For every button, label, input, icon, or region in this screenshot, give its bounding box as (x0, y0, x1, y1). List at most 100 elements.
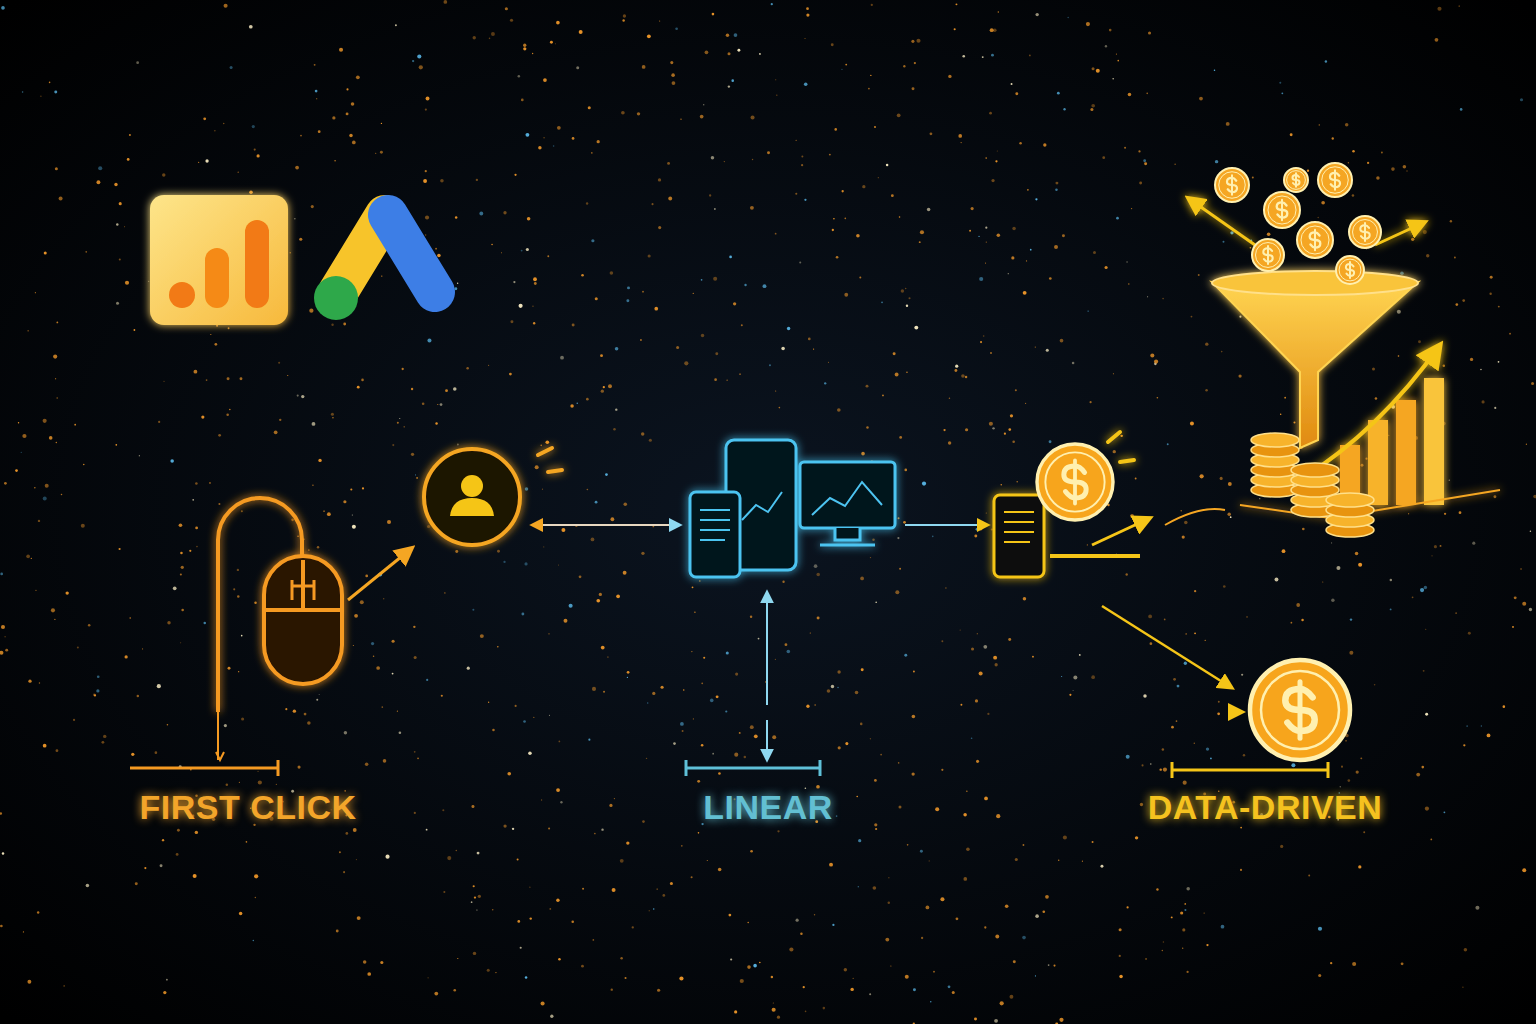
star (180, 642, 181, 643)
star (162, 173, 165, 176)
star (203, 117, 206, 120)
star (28, 680, 31, 683)
star (782, 581, 784, 583)
star (425, 108, 427, 110)
star (318, 459, 321, 462)
star (591, 239, 594, 242)
star (1159, 768, 1161, 770)
star (1005, 904, 1009, 908)
star (728, 85, 730, 87)
star (989, 422, 993, 426)
star (86, 884, 90, 888)
arrow (766, 592, 768, 705)
star (1401, 962, 1404, 965)
star (34, 487, 35, 488)
star (1148, 31, 1151, 34)
star (455, 850, 457, 852)
star (1119, 955, 1121, 957)
star (676, 346, 679, 349)
star (772, 1008, 776, 1012)
star (1375, 397, 1378, 400)
star (228, 327, 230, 329)
star (380, 151, 383, 154)
star (979, 527, 982, 530)
star (471, 805, 474, 808)
star (626, 299, 629, 302)
star (1514, 596, 1517, 599)
star (1408, 513, 1409, 514)
star (519, 304, 523, 308)
star (1045, 895, 1049, 899)
star (365, 762, 369, 766)
star (1239, 316, 1241, 318)
star (834, 128, 837, 131)
star (713, 277, 717, 281)
star (731, 79, 734, 82)
star (56, 442, 57, 443)
star (336, 930, 339, 933)
star (1011, 256, 1014, 259)
star (642, 820, 645, 823)
star (1042, 910, 1045, 913)
star (771, 976, 773, 978)
star (785, 643, 788, 646)
star (274, 431, 278, 435)
star (85, 251, 87, 253)
star (701, 744, 704, 747)
star (948, 441, 951, 444)
star (989, 112, 992, 115)
star (434, 992, 438, 996)
star (941, 640, 943, 642)
star (759, 962, 761, 964)
star (517, 920, 520, 923)
star (1184, 521, 1188, 525)
star (895, 373, 899, 377)
star (94, 694, 96, 696)
star (1361, 464, 1364, 467)
star (1421, 766, 1424, 769)
star (1412, 596, 1414, 598)
star (621, 111, 625, 115)
star (2, 852, 4, 854)
star (507, 772, 511, 776)
star (414, 656, 417, 659)
star (1308, 874, 1310, 876)
star (352, 514, 353, 515)
star (715, 352, 718, 355)
star (1082, 861, 1083, 862)
star (524, 562, 527, 565)
star (423, 179, 427, 183)
star (625, 977, 627, 979)
star (966, 791, 967, 792)
star (1048, 964, 1050, 966)
star (254, 874, 258, 878)
star (727, 380, 728, 381)
star (831, 43, 834, 46)
star (1214, 70, 1216, 72)
star (920, 230, 924, 234)
coin (1336, 256, 1364, 284)
star (591, 152, 593, 154)
star (192, 499, 194, 501)
star (885, 938, 889, 942)
star (1358, 563, 1362, 567)
star (804, 38, 805, 39)
star (229, 409, 230, 410)
star (980, 341, 982, 343)
star (435, 248, 437, 250)
star (570, 404, 573, 407)
star (658, 178, 661, 181)
star (796, 140, 797, 141)
star (471, 901, 473, 903)
star (381, 123, 382, 124)
star (291, 519, 294, 522)
star (662, 894, 665, 897)
star (837, 408, 841, 412)
star (97, 675, 100, 678)
star (648, 254, 651, 257)
star (1073, 676, 1077, 680)
coin-stack (1251, 433, 1374, 537)
star (667, 162, 670, 165)
coin (1291, 463, 1339, 477)
star (730, 958, 732, 960)
